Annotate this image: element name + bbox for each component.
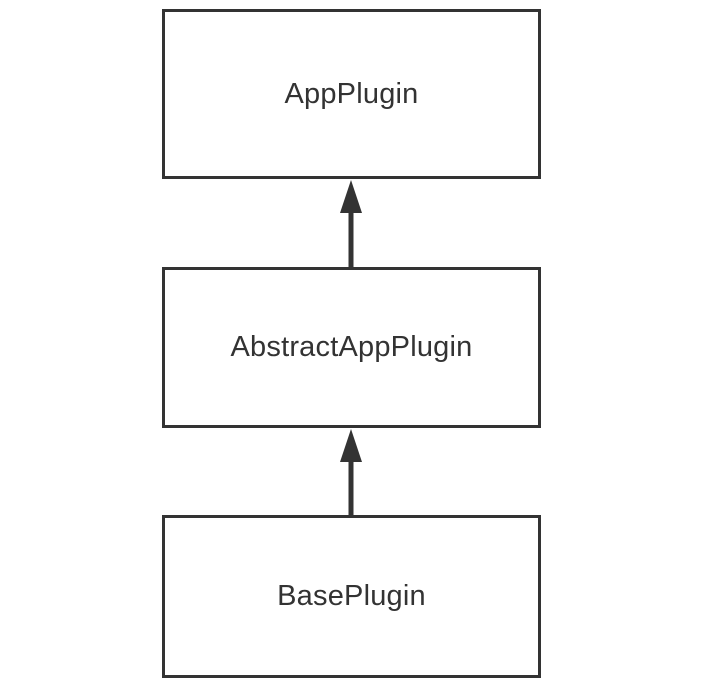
node-appplugin-label: AppPlugin <box>284 77 419 110</box>
node-abstractappplugin: AbstractAppPlugin <box>162 267 541 428</box>
edge-abstract-to-app <box>340 180 362 267</box>
node-appplugin: AppPlugin <box>162 9 541 179</box>
node-baseplugin-label: BasePlugin <box>277 580 426 612</box>
arrowhead-icon <box>340 180 362 213</box>
arrowhead-icon <box>340 429 362 462</box>
edge-base-to-abstract <box>340 429 362 515</box>
node-baseplugin: BasePlugin <box>162 515 541 678</box>
node-abstractappplugin-label: AbstractAppPlugin <box>230 331 473 363</box>
